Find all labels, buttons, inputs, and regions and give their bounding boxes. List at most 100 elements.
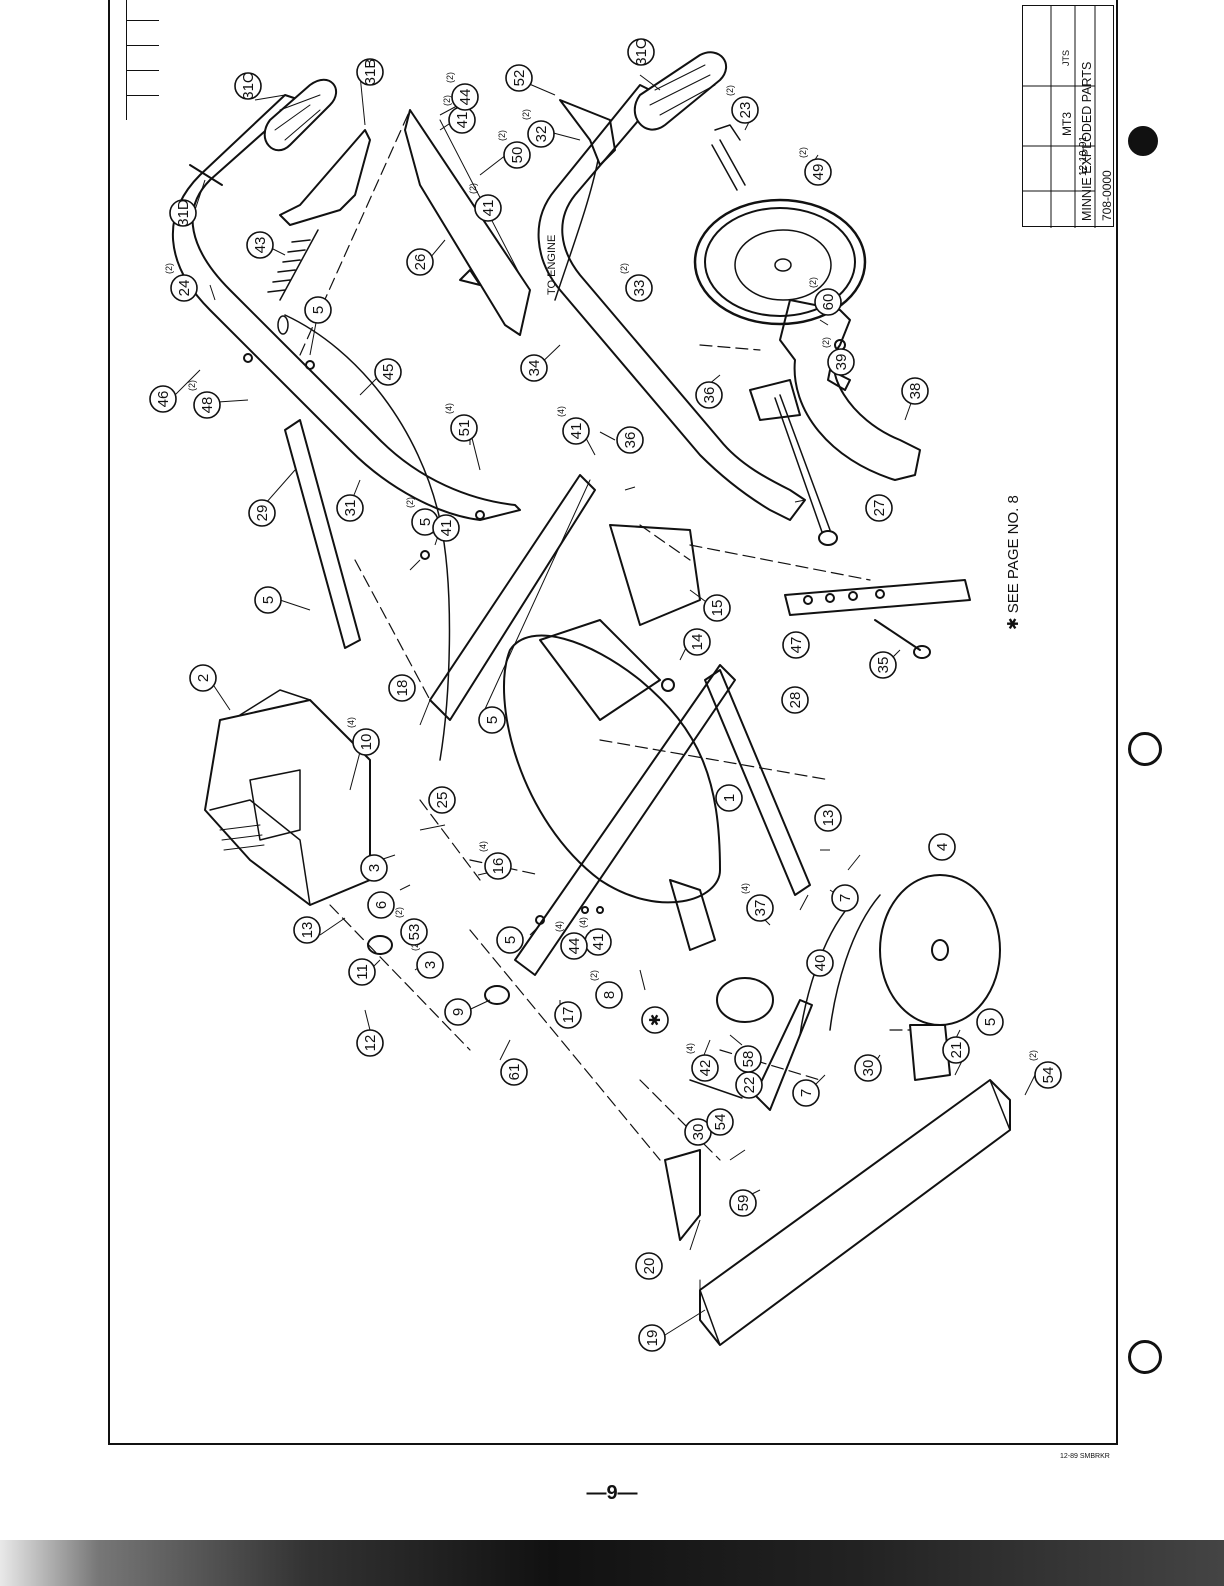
callout-c19: 19 bbox=[638, 1324, 666, 1352]
callout-circle bbox=[729, 1189, 757, 1217]
callout-number: 39 bbox=[833, 354, 850, 371]
callout-c28: 28 bbox=[781, 686, 809, 714]
callout-c14: 14 bbox=[683, 628, 711, 656]
callout-c53: 53(2) bbox=[394, 907, 428, 946]
engine-body bbox=[204, 699, 371, 906]
callout-number: 24 bbox=[176, 280, 193, 297]
pulley bbox=[879, 874, 1001, 1026]
callout-quantity: (2) bbox=[187, 380, 197, 391]
belt-guide-plate bbox=[404, 109, 531, 336]
callout-number: 52 bbox=[511, 70, 528, 87]
callout-c45: 45 bbox=[374, 358, 402, 386]
callout-number: 31C bbox=[633, 38, 650, 66]
callout-c10: 10(4) bbox=[346, 717, 380, 756]
callout-circle bbox=[976, 1008, 1004, 1036]
callout-c2: 2 bbox=[189, 664, 217, 692]
callout-circle bbox=[627, 38, 655, 66]
callout-number: 7 bbox=[798, 1089, 815, 1097]
callout-number: 61 bbox=[506, 1064, 523, 1081]
callout-number: 32 bbox=[533, 126, 550, 143]
callout-number: 51 bbox=[456, 420, 473, 437]
callout-c6: 6 bbox=[367, 891, 395, 919]
callout-circle bbox=[248, 499, 276, 527]
callout-quantity: (4) bbox=[444, 403, 454, 414]
callout-c48: 48(2) bbox=[187, 380, 221, 419]
callout-circle bbox=[831, 884, 859, 912]
binder-hole-bottom bbox=[1128, 1340, 1162, 1374]
see-page-note: ✱ SEE PAGE NO. 8 bbox=[1005, 495, 1022, 630]
callout-c29: 29 bbox=[248, 499, 276, 527]
callout-circle bbox=[416, 951, 444, 979]
callout-number: 13 bbox=[820, 810, 837, 827]
callout-circle bbox=[503, 141, 531, 169]
callout-c60: 60(2) bbox=[808, 277, 842, 316]
callout-c59: 59 bbox=[729, 1189, 757, 1217]
wheel-outer bbox=[693, 198, 867, 326]
callout-number: 44 bbox=[566, 938, 583, 955]
callout-number: 17 bbox=[560, 1007, 577, 1024]
callout-quantity: (2) bbox=[619, 263, 629, 274]
callout-c3a: 3 bbox=[360, 854, 388, 882]
callout-circle bbox=[731, 96, 759, 124]
clutch-lever bbox=[279, 129, 371, 226]
callout-circle bbox=[781, 686, 809, 714]
callout-c38: 38 bbox=[901, 377, 929, 405]
callout-quantity: (4) bbox=[578, 917, 588, 928]
callout-number: 21 bbox=[948, 1042, 965, 1059]
callout-number: 1 bbox=[721, 794, 738, 802]
callout-quantity: (2) bbox=[725, 85, 735, 96]
callout-c44b: 44(4) bbox=[554, 921, 588, 960]
callout-c33: 33(2) bbox=[619, 263, 653, 302]
callout-circle bbox=[562, 417, 590, 445]
callout-quantity: (2) bbox=[405, 497, 415, 508]
callout-c18: 18 bbox=[388, 674, 416, 702]
callout-number: 5 bbox=[502, 936, 519, 944]
callout-c4: 4 bbox=[928, 833, 956, 861]
callout-number: 46 bbox=[155, 391, 172, 408]
callout-number: 58 bbox=[740, 1051, 757, 1068]
callout-quantity: (4) bbox=[554, 921, 564, 932]
callout-circle bbox=[293, 916, 321, 944]
callout-number: 41 bbox=[568, 423, 585, 440]
drawing-border bbox=[108, 0, 1118, 1445]
callout-c34: 34 bbox=[520, 354, 548, 382]
callout-quantity: (2) bbox=[394, 907, 404, 918]
callout-number: 13 bbox=[299, 922, 316, 939]
callout-number: 11 bbox=[354, 964, 371, 980]
callout-c31c_right: 31C bbox=[627, 38, 655, 66]
title-model: MT3 bbox=[1060, 112, 1074, 136]
callout-c36a: 36 bbox=[695, 381, 723, 409]
callout-circle bbox=[554, 1001, 582, 1029]
callout-circle bbox=[189, 664, 217, 692]
callout-c13b: 13 bbox=[814, 804, 842, 832]
callout-quantity: (4) bbox=[556, 406, 566, 417]
callout-circle bbox=[806, 949, 834, 977]
callout-circle bbox=[616, 426, 644, 454]
callout-number: 36 bbox=[701, 387, 718, 404]
callout-circle bbox=[400, 918, 428, 946]
callout-c5c: 5 bbox=[254, 586, 282, 614]
callout-c47: 47 bbox=[782, 631, 810, 659]
binder-hole-top bbox=[1128, 126, 1158, 156]
callout-c5b: 5(2) bbox=[405, 497, 439, 536]
callout-number: 48 bbox=[199, 397, 216, 414]
callout-number: 34 bbox=[526, 360, 543, 377]
callout-c11: 11 bbox=[348, 958, 376, 986]
callout-number: 47 bbox=[788, 637, 805, 654]
callout-circle bbox=[432, 514, 460, 542]
margin-revision-strip bbox=[126, 0, 159, 120]
callout-circle bbox=[804, 158, 832, 186]
callout-c20: 20 bbox=[635, 1252, 663, 1280]
callout-number: 22 bbox=[741, 1077, 758, 1094]
callout-cstar: ✱ bbox=[641, 1006, 669, 1034]
callout-c5a: 5 bbox=[304, 296, 332, 324]
callout-number: 54 bbox=[1040, 1067, 1057, 1084]
callout-circle bbox=[374, 358, 402, 386]
callout-c12: 12 bbox=[356, 1029, 384, 1057]
callout-number: 12 bbox=[362, 1035, 379, 1052]
callout-number: 28 bbox=[787, 692, 804, 709]
callout-c58: 58 bbox=[734, 1045, 762, 1073]
callout-circle bbox=[356, 1029, 384, 1057]
callout-quantity: (4) bbox=[740, 883, 750, 894]
